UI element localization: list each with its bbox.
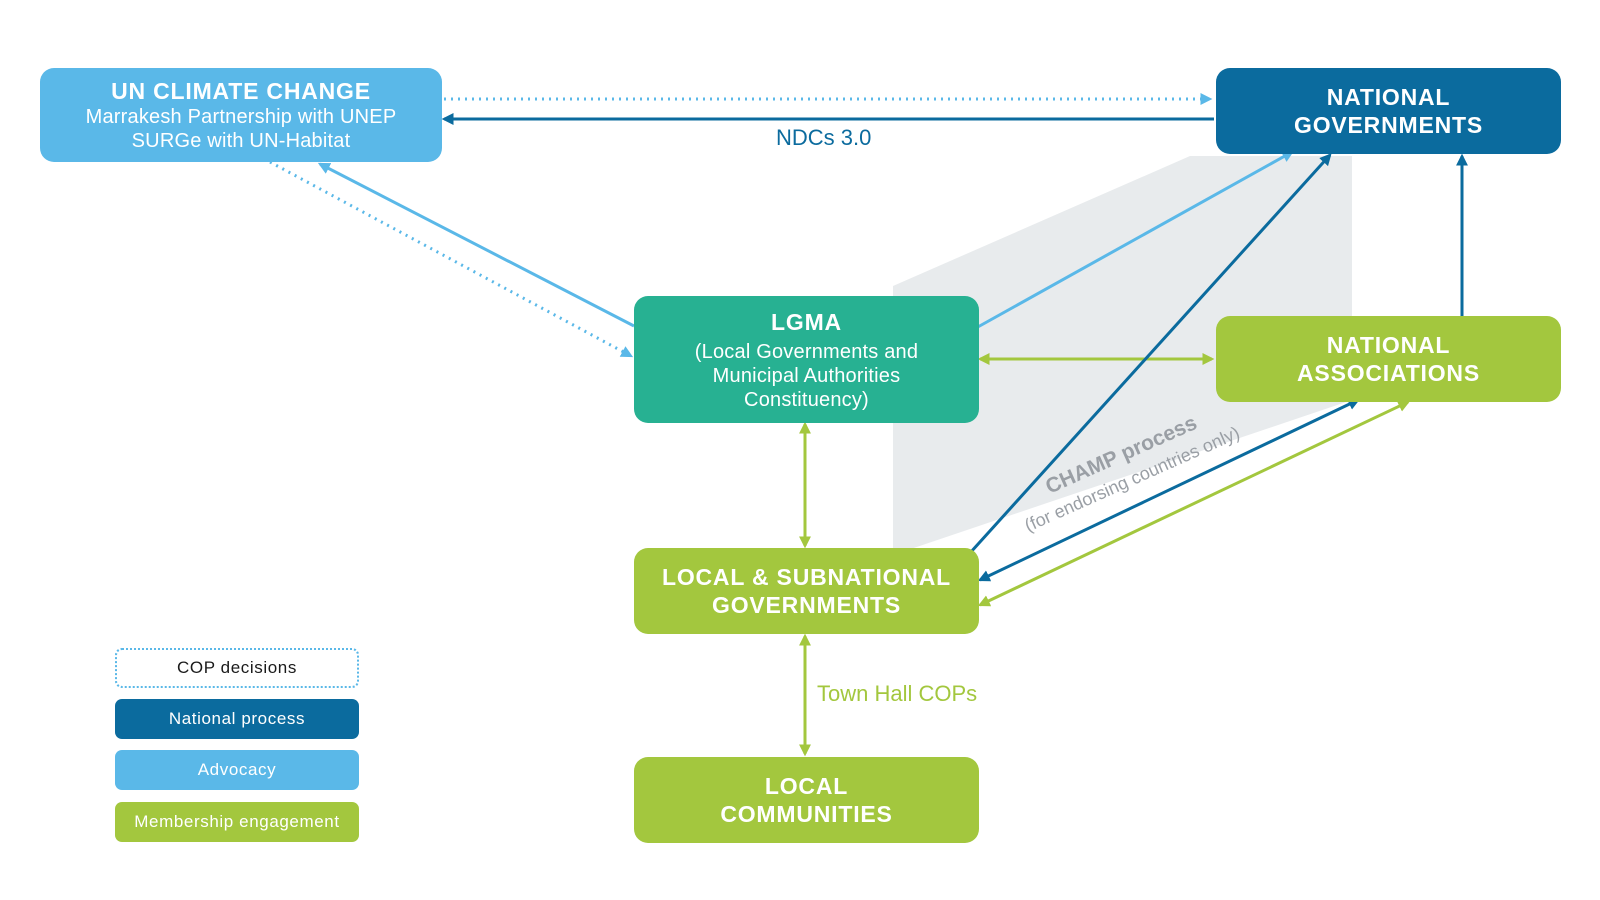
- legend-membership-engagement-label: Membership engagement: [134, 812, 340, 831]
- national-associations-line1: NATIONAL: [1326, 332, 1451, 358]
- advocacy-arrow-lgma-to-un: [317, 162, 635, 328]
- local-communities-line1: LOCAL: [764, 773, 849, 799]
- local-communities-line2: COMMUNITIES: [720, 801, 893, 827]
- lgma-line2: Municipal Authorities: [712, 364, 901, 387]
- legend-membership-engagement: Membership engagement: [115, 802, 359, 842]
- national-governments-line1: NATIONAL: [1326, 84, 1451, 110]
- un-climate-change-line1: Marrakesh Partnership with UNEP: [85, 106, 397, 128]
- legend-national-process: National process: [115, 699, 359, 739]
- node-national-associations: NATIONAL ASSOCIATIONS: [1216, 316, 1561, 402]
- national-governments-line2: GOVERNMENTS: [1294, 112, 1483, 138]
- cop-decision-arrow-un-to-lgma: [269, 160, 634, 358]
- local-subnational-line1: LOCAL & SUBNATIONAL: [661, 564, 952, 590]
- ndcs-label: NDCs 3.0: [776, 125, 872, 150]
- lgma-line1: (Local Governments and: [694, 340, 919, 363]
- lgma-line3: Constituency): [744, 388, 869, 411]
- node-local-communities: LOCAL COMMUNITIES: [634, 757, 979, 843]
- legend-advocacy: Advocacy: [115, 750, 359, 790]
- legend-advocacy-label: Advocacy: [197, 760, 277, 779]
- un-climate-change-line2: SURGe with UN-Habitat: [131, 130, 351, 152]
- legend-cop-decisions: COP decisions: [115, 648, 359, 688]
- local-subnational-line2: GOVERNMENTS: [712, 592, 901, 618]
- legend-national-process-label: National process: [168, 709, 306, 728]
- membership-arrow-local-associations: [977, 400, 1411, 607]
- node-local-subnational-governments: LOCAL & SUBNATIONAL GOVERNMENTS: [634, 548, 979, 634]
- national-associations-line2: ASSOCIATIONS: [1297, 360, 1480, 386]
- advocacy-arrow-lgma-to-national: [975, 150, 1295, 330]
- lgma-title: LGMA: [771, 308, 842, 335]
- node-national-governments: NATIONAL GOVERNMENTS: [1216, 68, 1561, 154]
- town-hall-cops-label: Town Hall COPs: [817, 681, 978, 706]
- node-lgma: LGMA (Local Governments and Municipal Au…: [634, 296, 979, 423]
- un-climate-change-title: UN CLIMATE CHANGE: [111, 78, 371, 104]
- legend-cop-decisions-label: COP decisions: [177, 658, 297, 677]
- node-un-climate-change: UN CLIMATE CHANGE Marrakesh Partnership …: [40, 68, 442, 162]
